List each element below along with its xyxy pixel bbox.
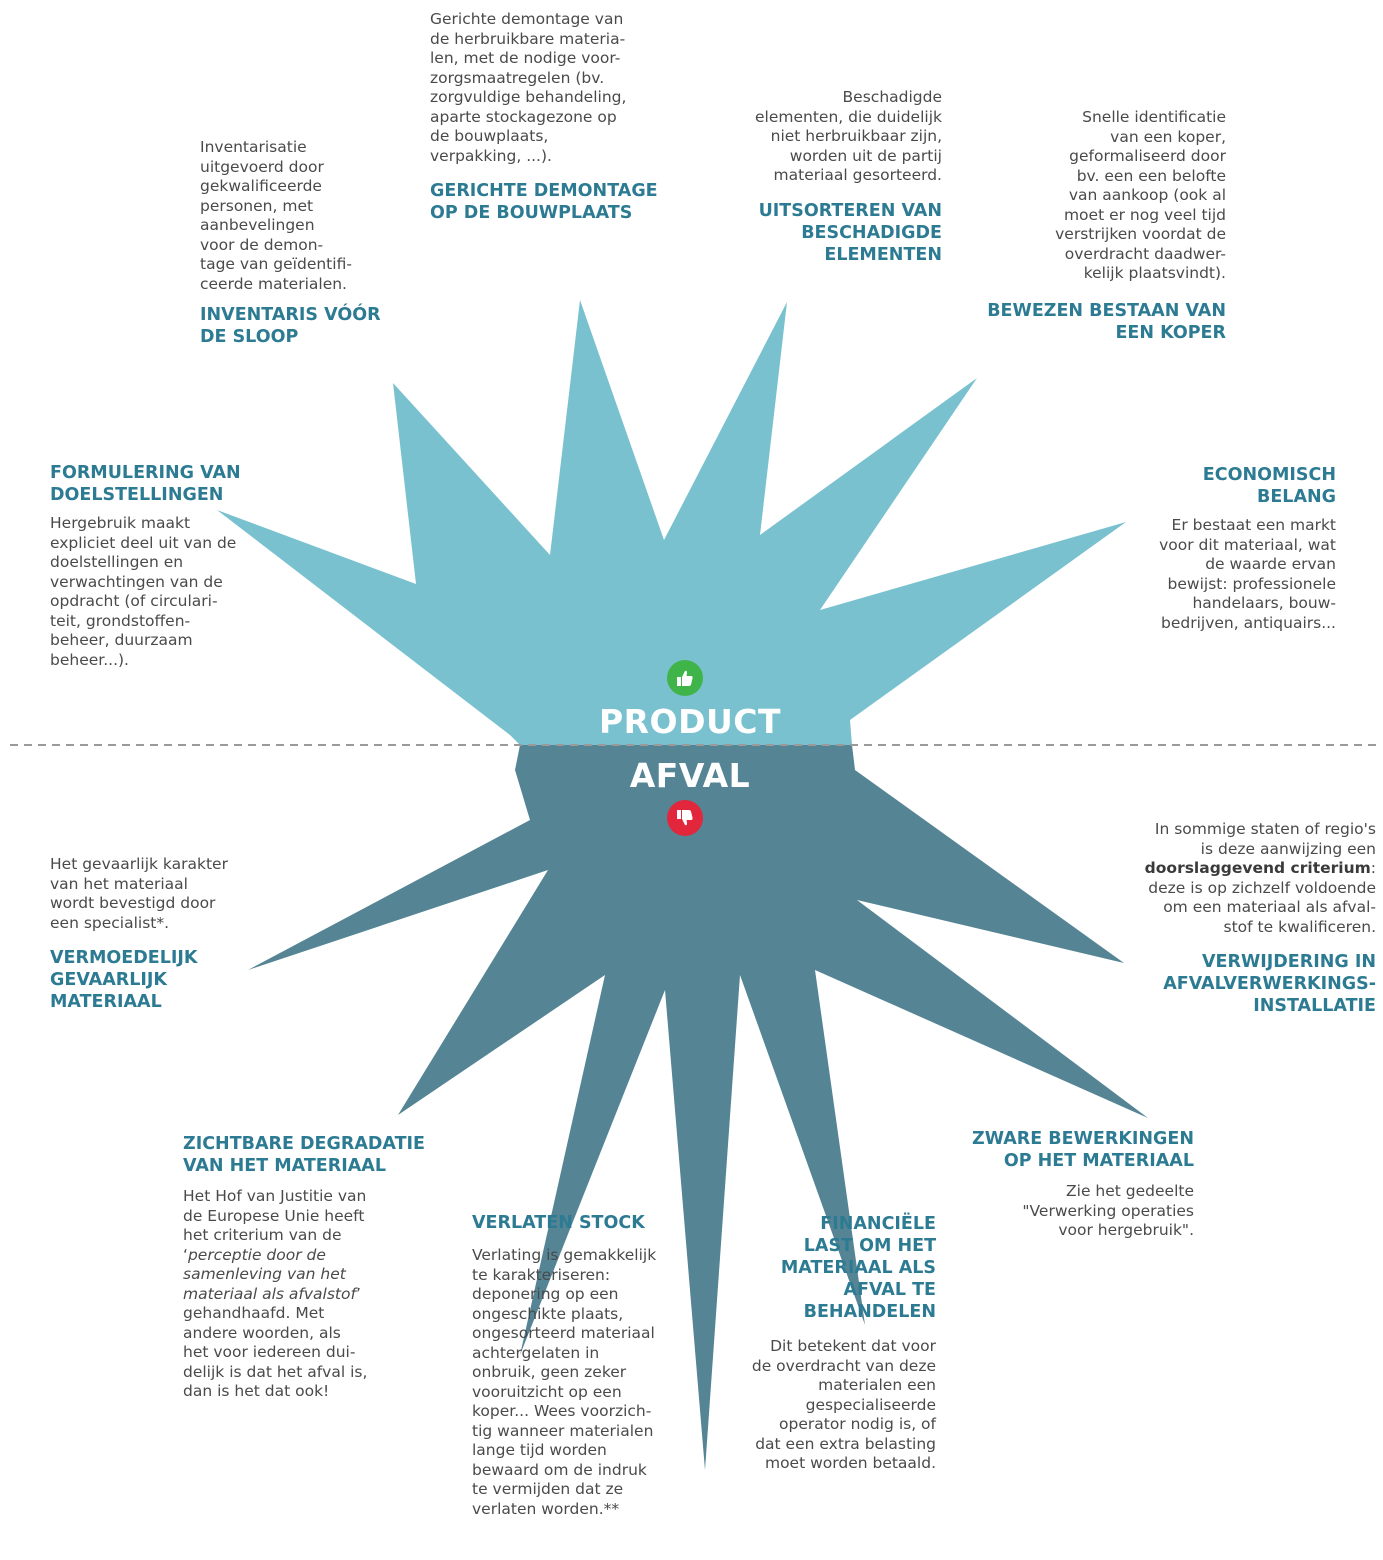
verwijdering-desc: In sommige staten of regio's is deze aan… [1144,820,1376,936]
thumbs-down-badge [667,800,703,836]
thumbs-up-badge [667,660,703,696]
stock-title: VERLATEN STOCK [472,1213,645,1233]
afval-label: AFVAL [629,756,751,795]
thumbs-up-icon [677,670,693,686]
verwijdering-block: In sommige staten of regio's is deze aan… [1100,820,1376,1017]
afval-star [248,745,1148,1470]
inventaris-title: INVENTARIS VÓÓR DE SLOOP [200,305,381,347]
product-star [217,300,1126,745]
product-label: PRODUCT [598,702,782,741]
thumbs-down-icon [677,810,693,826]
verwijdering-emphasis: doorslaggevend criterium [1144,859,1371,877]
